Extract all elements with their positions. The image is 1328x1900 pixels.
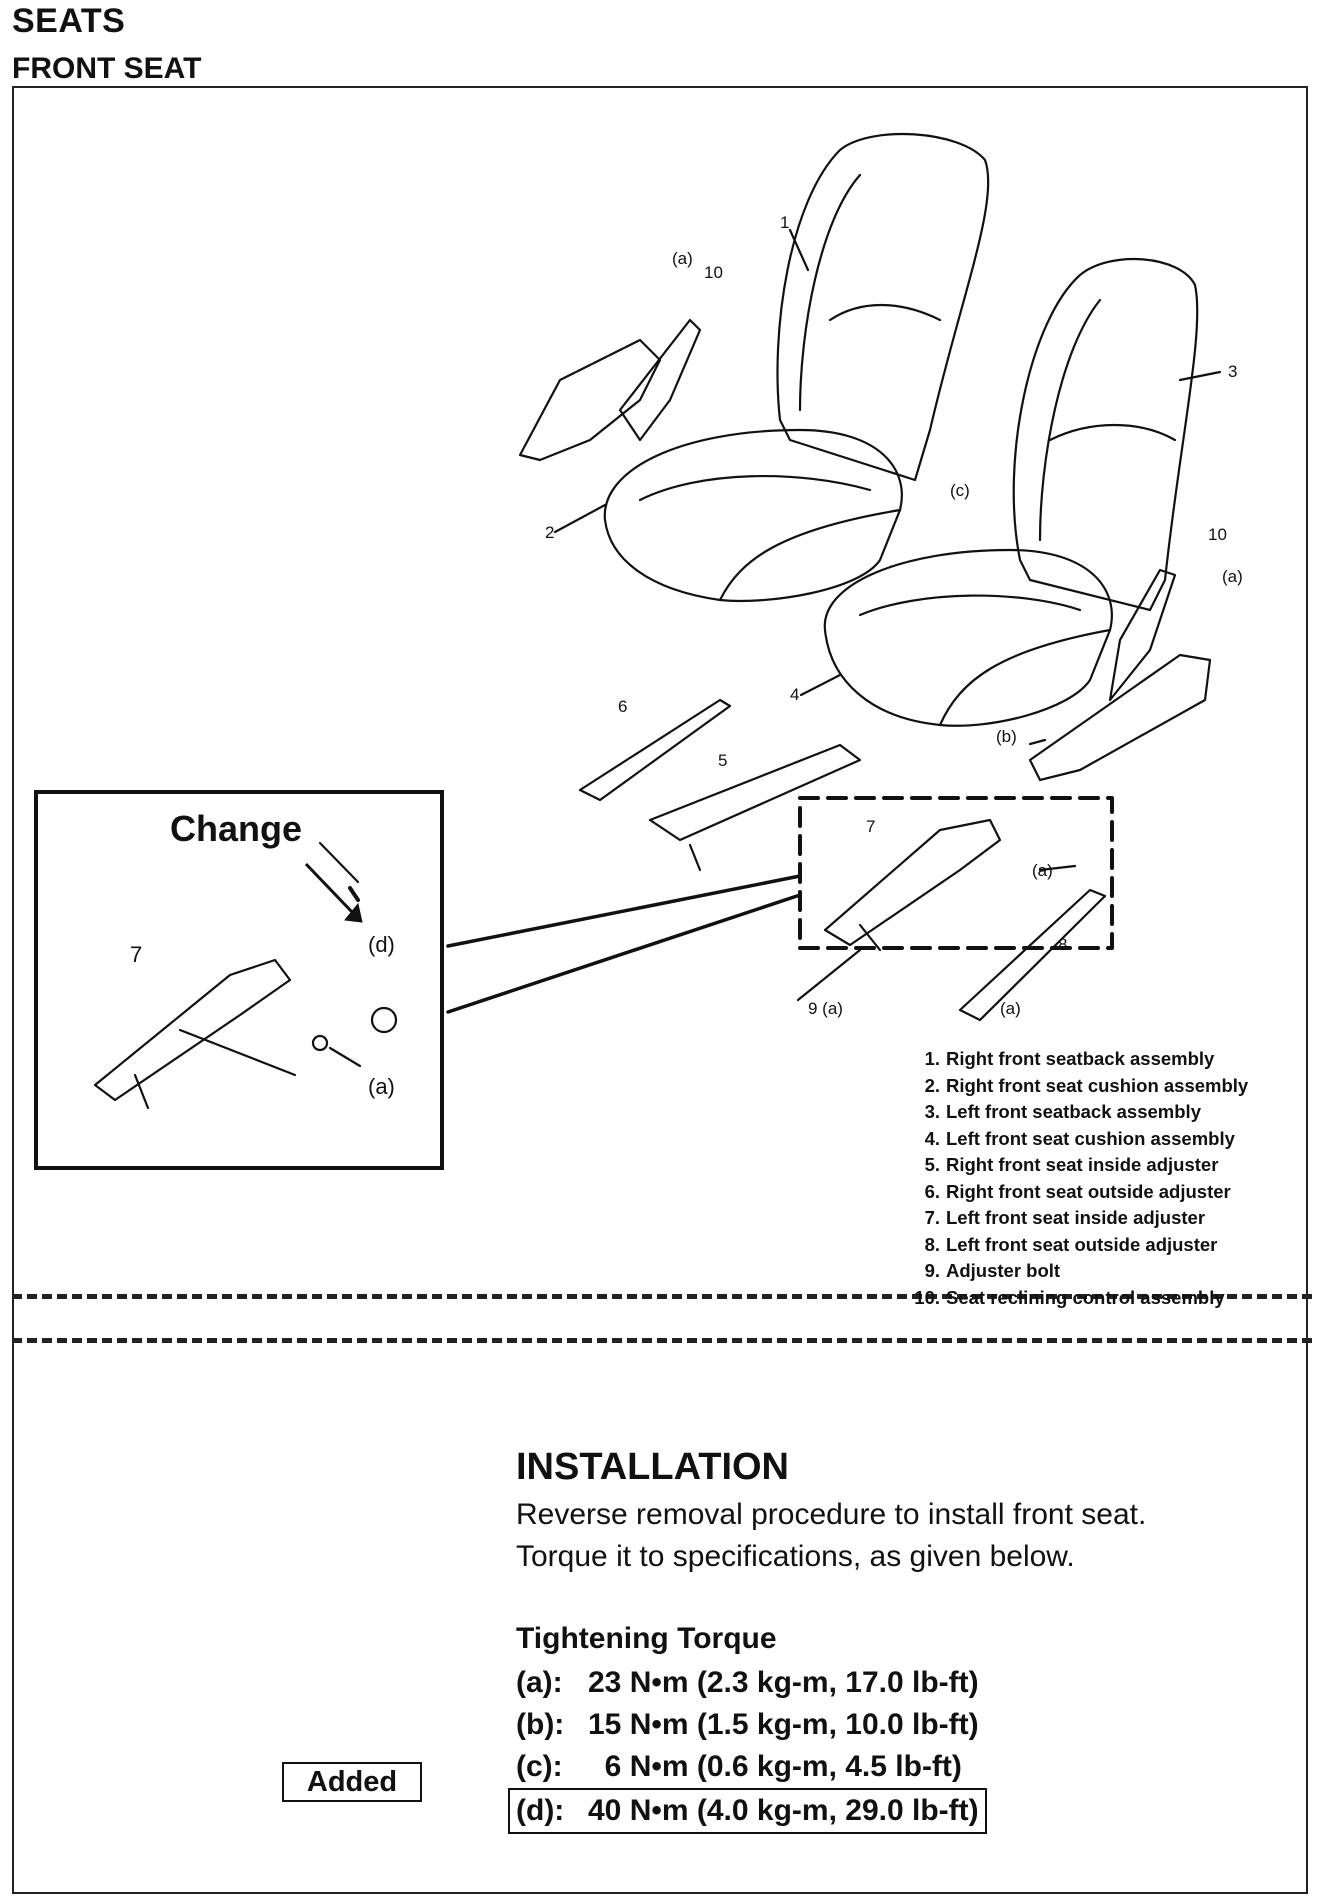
label-part-7: 7 (866, 817, 875, 836)
legend-number: 5. (924, 1154, 940, 1175)
label-fastener-b: (b) (996, 727, 1017, 746)
label-fastener-a-1: (a) (672, 249, 693, 268)
label-part-1: 1 (780, 213, 789, 232)
legend-item: 5. Right front seat inside adjuster (900, 1152, 1248, 1179)
change-arrow (304, 862, 363, 923)
torque-list: (a): 23 N•m (2.3 kg-m, 17.0 lb-ft) (b): 15 … (508, 1662, 987, 1834)
torque-row: (c): 6 N•m (0.6 kg-m, 4.5 lb-ft) (516, 1746, 987, 1788)
dashed-separator-top (12, 1338, 1312, 1343)
legend-item: 4. Left front seat cushion assembly (900, 1126, 1248, 1153)
legend-number: 7. (924, 1207, 940, 1228)
legend-text: Seat reclining control assembly (946, 1286, 1225, 1308)
legend-item: 1. Right front seatback assembly (900, 1046, 1248, 1073)
legend-text: Right front seat cushion assembly (946, 1074, 1249, 1096)
callout-adjuster-drawing (93, 841, 398, 1110)
dashed-separator-bottom (12, 1294, 1312, 1299)
label-fastener-a-2: (a) (1222, 567, 1243, 586)
page-title: SEATS (12, 2, 126, 40)
installation-line-1: Reverse removal procedure to install fro… (516, 1498, 1147, 1531)
left-cushion-drawing (823, 548, 1113, 727)
legend-item: 9. Adjuster bolt (900, 1258, 1248, 1285)
legend-item: 10. Seat reclining control assembly (900, 1285, 1248, 1312)
parts-legend: 1. Right front seatback assembly 2. Right f… (900, 1046, 1248, 1311)
label-part-10-right: 10 (704, 263, 723, 282)
legend-text: Adjuster bolt (946, 1260, 1061, 1281)
legend-item: 8. Left front seat outside adjuster (900, 1232, 1248, 1259)
label-part-8: 8 (1058, 935, 1067, 954)
torque-value: 15 N•m (1.5 kg-m, 10.0 lb-ft) (588, 1708, 979, 1741)
right-cushion-drawing (603, 428, 903, 603)
legend-text: Right front seat inside adjuster (946, 1154, 1219, 1175)
torque-title: Tightening Torque (516, 1622, 777, 1655)
legend-number: 4. (924, 1127, 940, 1149)
seat-exploded-diagram: 1 2 3 4 5 6 7 8 9 (a) 10 10 (a) (a) (a) … (93, 132, 1243, 1110)
legend-text: Right front seat outside adjuster (946, 1180, 1231, 1202)
installation-text: Reverse removal procedure to install fro… (516, 1494, 1146, 1578)
torque-value: 23 N•m (2.3 kg-m, 17.0 lb-ft) (588, 1666, 979, 1699)
legend-item: 3. Left front seatback assembly (900, 1099, 1248, 1126)
torque-value: 6 N•m (0.6 kg-m, 4.5 lb-ft) (588, 1750, 962, 1783)
torque-row: (a): 23 N•m (2.3 kg-m, 17.0 lb-ft) (516, 1662, 987, 1704)
legend-number: 6. (924, 1180, 940, 1202)
callout-label-7: 7 (130, 942, 142, 967)
legend-text: Left front seat cushion assembly (946, 1127, 1235, 1149)
right-seatback-drawing (776, 132, 990, 482)
torque-key: (b): (516, 1708, 565, 1741)
label-fastener-a-3: (a) (1032, 861, 1053, 880)
legend-number: 10. (914, 1286, 940, 1308)
legend-number: 3. (924, 1101, 940, 1122)
label-fastener-c: (c) (950, 481, 970, 500)
installation-title: INSTALLATION (516, 1446, 789, 1488)
legend-text: Left front seat outside adjuster (946, 1233, 1218, 1255)
label-part-6: 6 (618, 697, 627, 716)
torque-row: (b): 15 N•m (1.5 kg-m, 10.0 lb-ft) (516, 1704, 987, 1746)
legend-number: 2. (924, 1074, 940, 1096)
callout-label-a: (a) (368, 1074, 395, 1099)
installation-frame (12, 1296, 1308, 1894)
section-title: FRONT SEAT (12, 52, 202, 85)
torque-key: (d): (516, 1794, 565, 1827)
label-part-3: 3 (1228, 362, 1237, 381)
installation-line-2: Torque it to specifications, as given be… (516, 1540, 1075, 1573)
legend-item: 2. Right front seat cushion assembly (900, 1073, 1249, 1100)
label-part-4: 4 (790, 685, 799, 704)
legend-number: 9. (924, 1260, 940, 1281)
left-seatback-drawing (1012, 257, 1199, 612)
label-part-9: 9 (a) (808, 999, 843, 1018)
legend-number: 8. (924, 1233, 940, 1255)
label-part-5: 5 (718, 751, 727, 770)
change-callout-box (34, 790, 444, 1170)
label-part-2: 2 (545, 523, 554, 542)
torque-key: (c): (516, 1750, 563, 1783)
legend-text: Left front seat inside adjuster (946, 1207, 1206, 1228)
label-part-10-left: 10 (1208, 525, 1227, 544)
legend-item: 7. Left front seat inside adjuster (900, 1205, 1248, 1232)
legend-text: Left front seatback assembly (946, 1101, 1201, 1122)
callout-label-d: (d) (368, 932, 395, 957)
legend-number: 1. (924, 1048, 940, 1069)
legend-item: 6. Right front seat outside adjuster (900, 1179, 1248, 1206)
torque-value: 40 N•m (4.0 kg-m, 29.0 lb-ft) (588, 1794, 979, 1827)
added-label: Added (282, 1762, 422, 1802)
change-label: Change (170, 808, 303, 849)
torque-row: (d): 40 N•m (4.0 kg-m, 29.0 lb-ft) (508, 1788, 987, 1834)
label-fastener-a-4: (a) (1000, 999, 1021, 1018)
torque-key: (a): (516, 1666, 563, 1699)
legend-text: Right front seatback assembly (946, 1048, 1215, 1069)
figure-frame (12, 86, 1308, 1338)
